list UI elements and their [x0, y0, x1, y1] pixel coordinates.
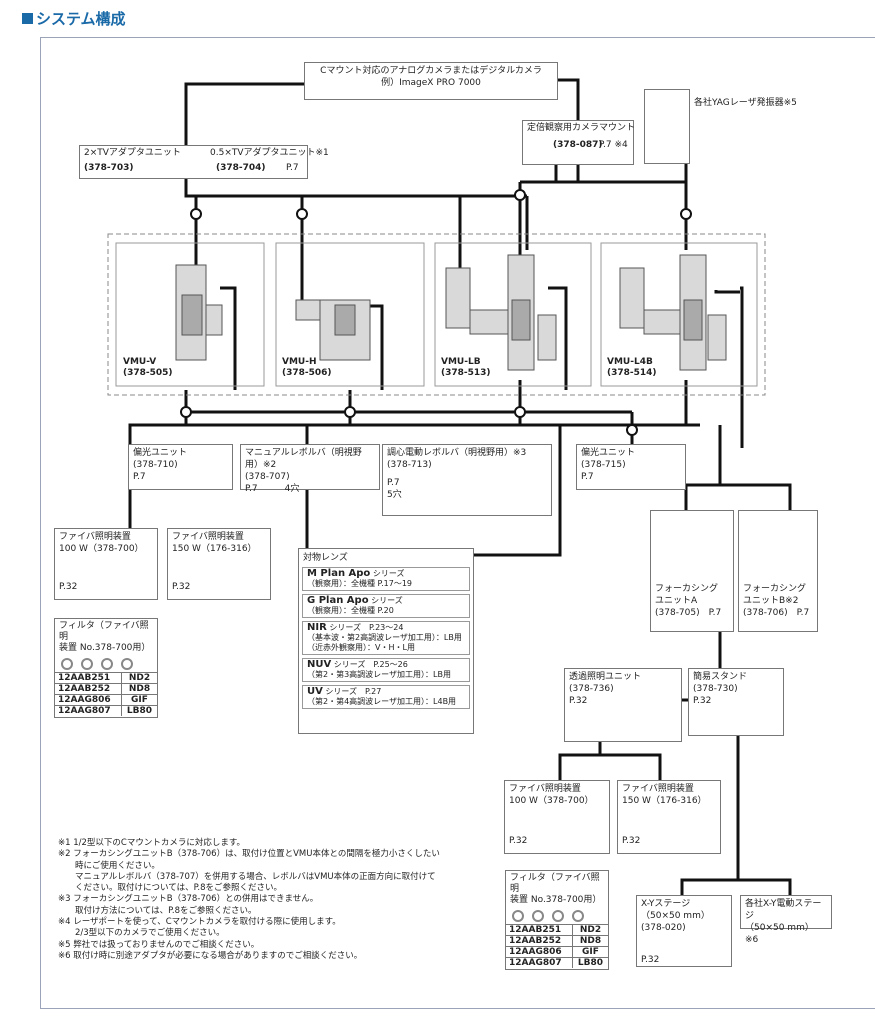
focusing-unit-b: フォーカシング ユニットB※2 (378-706) P.7 — [738, 510, 818, 632]
simple-stand: 簡易スタンド (378-730) P.32 — [688, 668, 784, 736]
filter-icon — [512, 910, 524, 922]
unit-vmu-lb: VMU-LB(378-513) — [441, 357, 491, 378]
unit-vmu-l4b: VMU-L4B(378-514) — [607, 357, 657, 378]
filter-icon — [121, 658, 133, 670]
unit-vmu-v: VMU-V(378-505) — [123, 357, 173, 378]
list-item: NIR シリーズ P.23～24（基本波・第2高調波レーザ加工用）：LB用（近赤… — [302, 621, 470, 655]
polarizer-unit-b: 偏光ユニット (378-715) P.7 — [576, 444, 686, 490]
camera-mount-box: 定倍観察用カメラマウント (378-087) P.7 ※4 — [522, 120, 635, 165]
page-title: システム構成 — [22, 8, 126, 29]
yag-laser-label: 各社YAGレーザ発振器※5 — [694, 98, 797, 108]
fiber-illuminator-100w-left: ファイバ照明装置 100 W（378-700） P.32 — [54, 528, 158, 600]
objective-lens-box: 対物レンズ M Plan Apo シリーズ（観察用）：全機種 P.17～19 G… — [298, 548, 474, 734]
filter-icon — [81, 658, 93, 670]
fiber-illuminator-150w-left: ファイバ照明装置 150 W（176-316） P.32 — [167, 528, 271, 600]
diagram-frame — [40, 37, 875, 1009]
list-item: UV シリーズ P.27（第2・第4高調波レーザ加工用）：L4B用 — [302, 685, 470, 709]
list-item: NUV シリーズ P.25～26（第2・第3高調波レーザ加工用）：LB用 — [302, 658, 470, 682]
footnotes: ※1 1/2型以下のCマウントカメラに対応します。 ※2 フォーカシングユニット… — [58, 838, 440, 961]
camera-box: Cマウント対応のアナログカメラまたはデジタルカメラ 例）ImageX PRO 7… — [304, 62, 558, 100]
polarizer-unit-a: 偏光ユニット (378-710) P.7 — [128, 444, 233, 490]
motorized-revolver: 調心電動レボルバ（明視野用）※3 (378-713) P.7 5穴 — [382, 444, 552, 516]
filter-icon — [552, 910, 564, 922]
filter-icon — [101, 658, 113, 670]
filter-icon — [532, 910, 544, 922]
xy-motor-stage: 各社X-Y電動ステージ （50×50 mm）※6 — [740, 895, 832, 945]
yag-laser-box — [644, 89, 690, 164]
fiber-illuminator-100w-right: ファイバ照明装置 100 W（378-700） P.32 — [504, 780, 610, 854]
transmitted-illumination-unit: 透過照明ユニット (378-736) P.32 — [564, 668, 682, 742]
xy-stage: X-Yステージ（50×50 mm） (378-020) P.32 — [636, 895, 732, 967]
filter-icon — [61, 658, 73, 670]
title-square-icon — [22, 13, 33, 24]
fiber-illuminator-150w-right: ファイバ照明装置 150 W（176-316） P.32 — [617, 780, 721, 854]
tv-adapter-box: 2×TVアダプタユニット 0.5×TVアダプタユニット※1 (378-703) … — [79, 145, 329, 179]
unit-vmu-h: VMU-H(378-506) — [282, 357, 332, 378]
filter-icon — [572, 910, 584, 922]
manual-revolver: マニュアルレボルバ（明視野用）※2 (378-707) P.7 4穴 — [240, 444, 380, 494]
list-item: G Plan Apo シリーズ（観察用）：全機種 P.20 — [302, 594, 470, 618]
list-item: M Plan Apo シリーズ（観察用）：全機種 P.17～19 — [302, 567, 470, 591]
focusing-unit-a: フォーカシング ユニットA (378-705) P.7 — [650, 510, 734, 632]
